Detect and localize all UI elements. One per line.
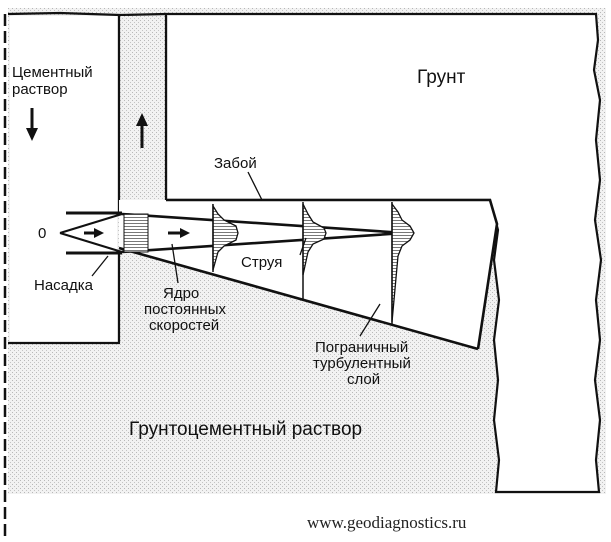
nozzle-leader — [91, 255, 109, 277]
up-arrow-icon — [136, 113, 148, 148]
face-leader — [247, 171, 263, 201]
jet-leader — [299, 237, 307, 256]
ground-label: Грунт — [417, 67, 466, 88]
core-label-1: Ядро — [163, 285, 199, 302]
nozzle — [59, 211, 123, 255]
top-edge — [7, 11, 167, 17]
boundary-layer-wall — [118, 246, 479, 351]
boundary-layer-label-3: слой — [347, 371, 380, 388]
ground-region — [164, 12, 603, 494]
core-jet-arrow-icon — [168, 228, 190, 238]
down-arrow-icon — [26, 108, 38, 141]
soilcement-mortar-label: Грунтоцементный раствор — [129, 419, 362, 440]
velocity-profile-1 — [212, 203, 239, 272]
nozzle-label: Насадка — [34, 277, 94, 294]
cement-mortar-label-2: раствор — [12, 81, 68, 98]
velocity-profile-3 — [391, 202, 415, 324]
origin-label: 0 — [38, 225, 46, 242]
face-upper-wall — [166, 198, 499, 350]
core-label-3: скоростей — [149, 317, 219, 334]
velocity-profile-2 — [302, 202, 327, 300]
nozzle-velocity-profile — [123, 213, 149, 253]
core-leader — [171, 243, 179, 284]
face-label: Забой — [214, 155, 257, 172]
borehole-left-column — [10, 16, 117, 342]
boundary-leader — [359, 303, 381, 337]
boundary-layer-label-1: Пограничный — [315, 339, 408, 356]
watermark: www.geodiagnostics.ru — [307, 513, 467, 532]
boundary-layer-label-2: турбулентный — [313, 355, 411, 372]
jet-label: Струя — [241, 254, 282, 271]
core-label-2: постоянных — [144, 301, 226, 318]
cement-mortar-label-1: Цементный — [12, 64, 93, 81]
nozzle-jet-arrow-icon — [84, 228, 104, 238]
